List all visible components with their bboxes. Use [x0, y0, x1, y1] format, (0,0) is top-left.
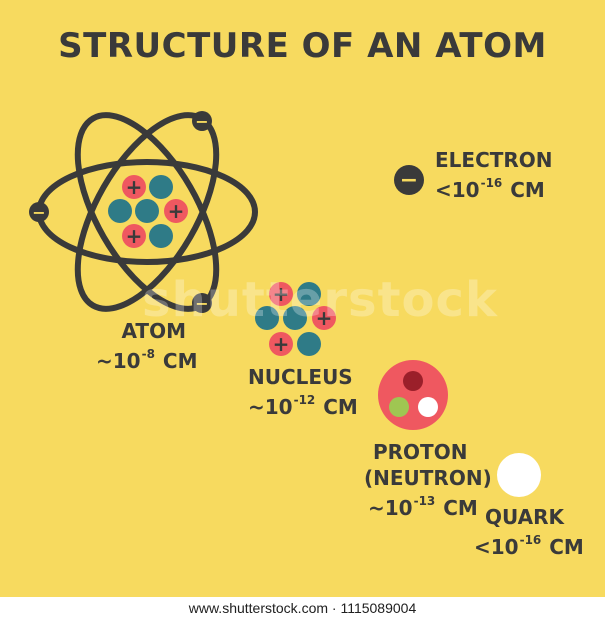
atom-proton-1	[122, 175, 146, 199]
svg-text:−: −	[400, 168, 418, 193]
electron-icon: −	[394, 165, 424, 195]
proton-size: ~10-13 CM	[368, 494, 478, 520]
nucleus-illustration: + + +	[255, 282, 336, 356]
atom-nucleus: + + +	[108, 175, 188, 248]
nucleus-proton-3-plus: +	[273, 332, 290, 356]
atom-neutron-3	[135, 199, 159, 223]
atom-proton-3	[122, 224, 146, 248]
orbit-electron-top-right: −	[192, 111, 212, 131]
quark-size: <10-16 CM	[474, 533, 584, 559]
nucleus-neutron-1	[297, 282, 321, 306]
proton-illustration	[378, 360, 448, 430]
quark-green	[389, 397, 409, 417]
svg-text:−: −	[195, 294, 208, 313]
atom-size: ~10-8 CM	[96, 347, 198, 373]
svg-text:−: −	[32, 203, 45, 222]
footer: www.shutterstock.com · 1115089004	[0, 597, 605, 620]
nucleus-proton-2-plus: +	[316, 306, 333, 330]
nucleus-label: NUCLEUS ~10-12 CM	[248, 367, 358, 417]
quark-label: QUARK <10-16 CM	[474, 507, 584, 557]
atom-proton-2	[164, 199, 188, 223]
atom-name: ATOM	[121, 319, 186, 343]
neutron-name: (NEUTRON)	[364, 466, 492, 490]
page-title: STRUCTURE OF AN ATOM	[58, 26, 547, 66]
quark-name: QUARK	[485, 505, 565, 529]
atom-illustration: + + + − − −	[29, 111, 258, 313]
nucleus-neutron-3	[283, 306, 307, 330]
nucleus-proton-2	[312, 306, 336, 330]
quark-illustration	[497, 453, 541, 497]
nucleus-proton-1-plus: +	[273, 282, 290, 306]
proton-label: PROTON (NEUTRON) ~10-13 CM	[364, 442, 492, 518]
nucleus-neutron-2	[255, 306, 279, 330]
electron-name: ELECTRON	[435, 148, 553, 172]
proton-body	[378, 360, 448, 430]
atom-neutron-2	[108, 199, 132, 223]
atom-neutron-4	[149, 224, 173, 248]
nucleus-size: ~10-12 CM	[248, 393, 358, 419]
atom-proton-2-plus: +	[168, 199, 185, 223]
electron-size: <10-16 CM	[435, 176, 545, 202]
atom-label: ATOM ~10-8 CM	[96, 319, 198, 371]
nucleus-proton-3	[269, 332, 293, 356]
svg-text:−: −	[195, 112, 208, 131]
atom-neutron-1	[149, 175, 173, 199]
quark-red	[403, 371, 423, 391]
nucleus-name: NUCLEUS	[248, 365, 353, 389]
nucleus-neutron-4	[297, 332, 321, 356]
atom-proton-3-plus: +	[126, 224, 143, 248]
nucleus-proton-1	[269, 282, 293, 306]
orbit-electron-left: −	[29, 202, 49, 222]
proton-name: PROTON	[373, 440, 468, 464]
quark-white	[418, 397, 438, 417]
atom-proton-1-plus: +	[126, 175, 143, 199]
electron-label: ELECTRON <10-16 CM	[435, 150, 553, 200]
orbit-electron-bottom-right: −	[192, 293, 212, 313]
